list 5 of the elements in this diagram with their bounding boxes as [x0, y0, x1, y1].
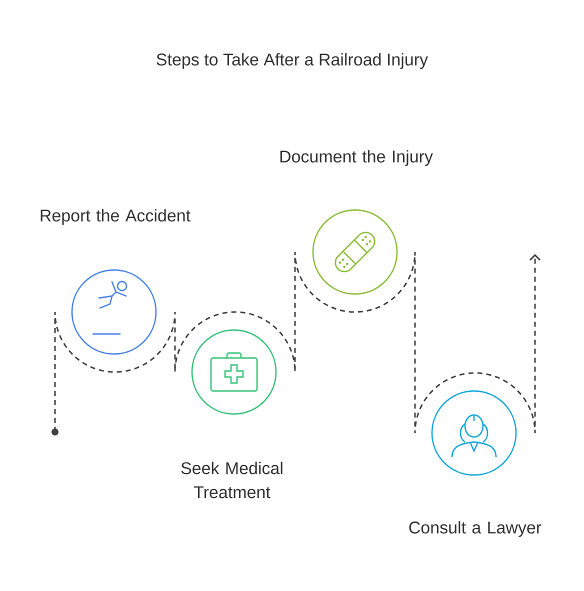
node-label: Consult a Lawyer [409, 521, 542, 537]
node-label: Seek Medical Treatment [181, 462, 282, 498]
title: Steps to Take After a Railroad Injury [156, 53, 428, 69]
node-label: Document the Injury [280, 150, 433, 166]
node-label: Report the Accident [40, 209, 190, 225]
